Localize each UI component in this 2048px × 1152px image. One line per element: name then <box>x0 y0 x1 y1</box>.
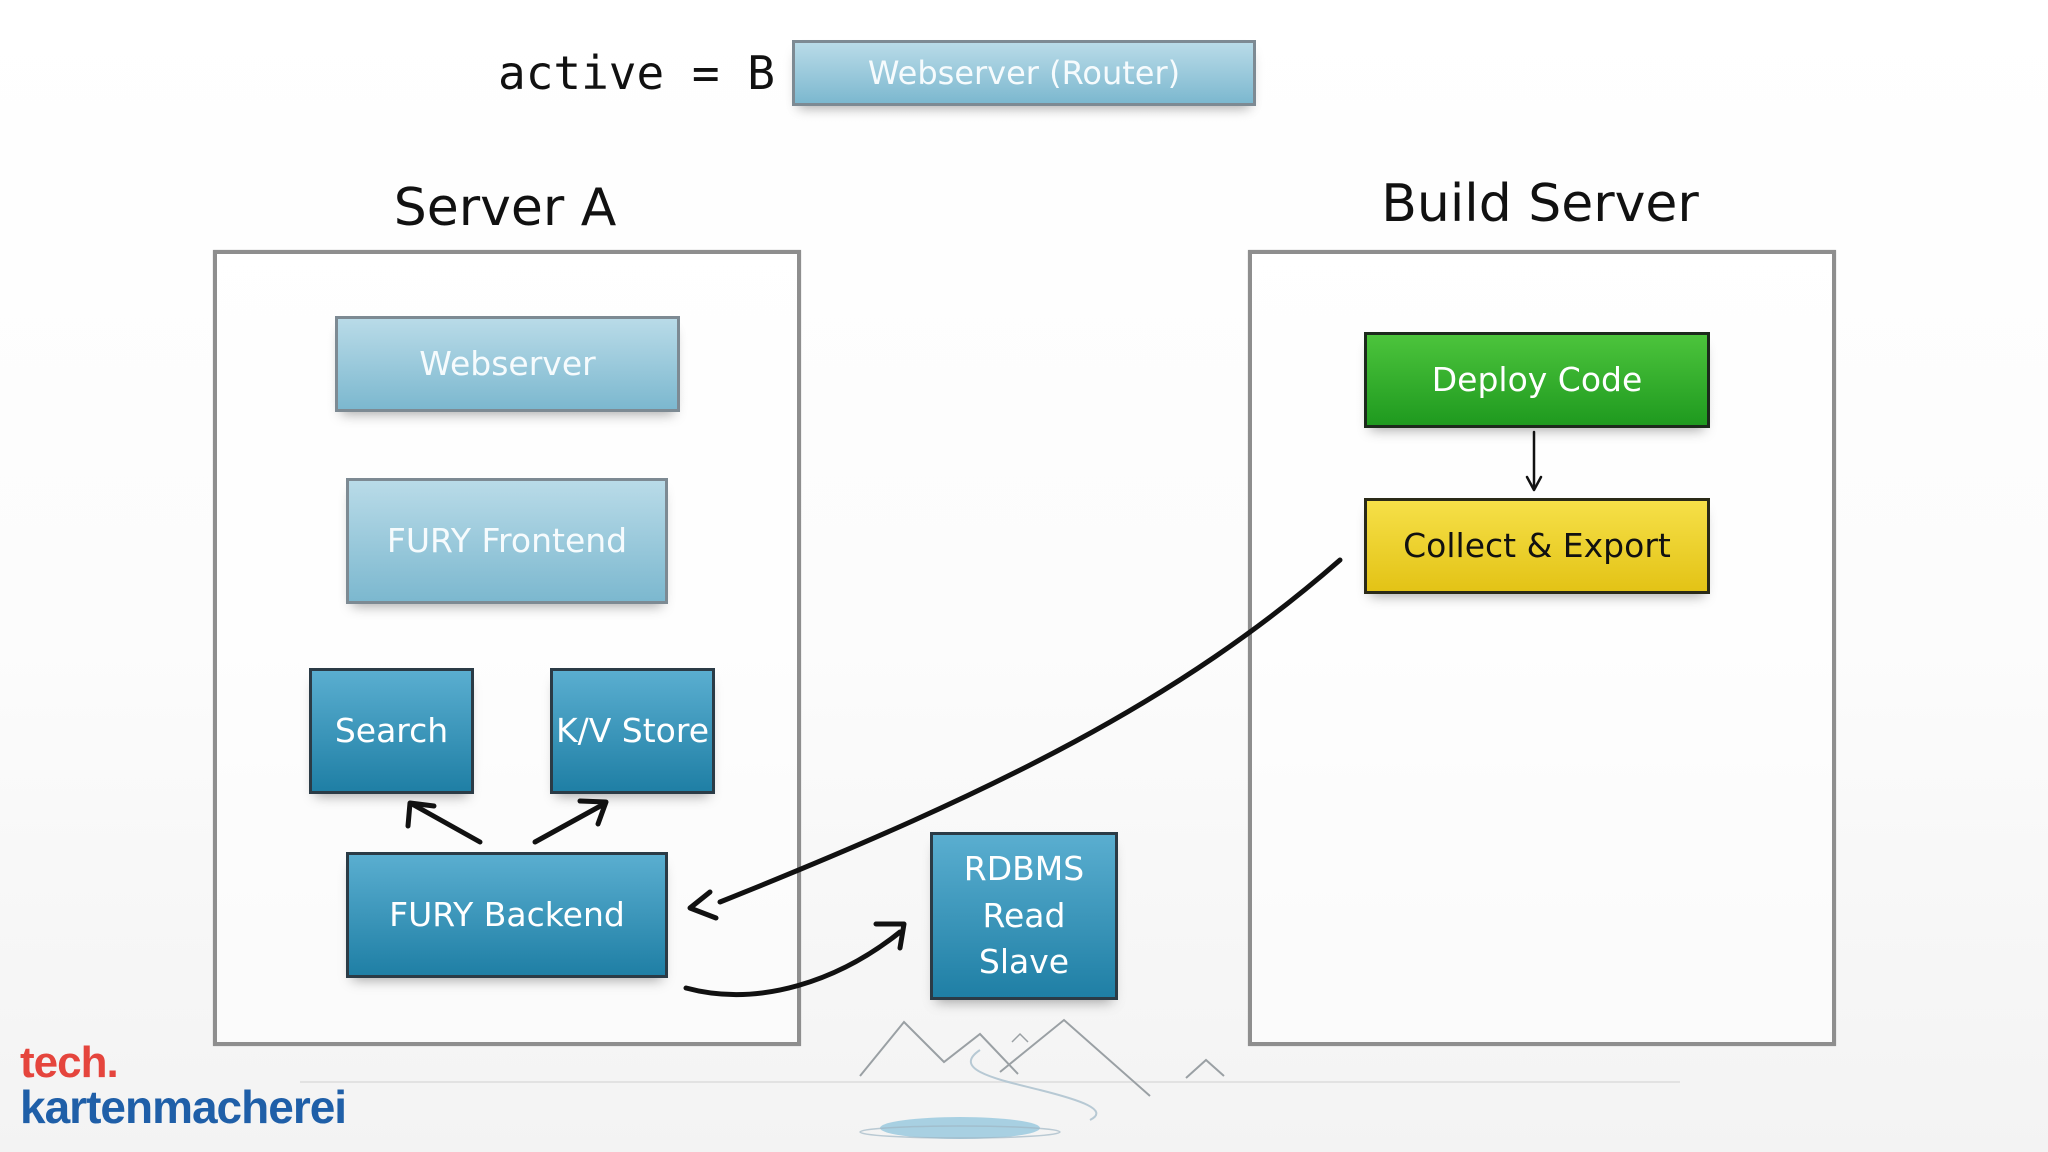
search-label: Search <box>334 710 449 750</box>
backend-to-rdbms-arrow <box>683 929 903 997</box>
deploy-code-box: Deploy Code <box>1364 332 1710 428</box>
build-server-title: Build Server <box>1381 174 1699 234</box>
rdbms-box: RDBMS Read Slave <box>930 832 1118 1000</box>
webserver-label: Webserver <box>419 343 596 383</box>
collect-export-box: Collect & Export <box>1364 498 1710 594</box>
backend-to-rdbms-arrowhead <box>873 921 907 951</box>
collect-to-backend-arrowhead <box>687 889 719 921</box>
fury-backend-box: FURY Backend <box>346 852 668 978</box>
mountain-illustration <box>300 1018 1680 1121</box>
webserver-box: Webserver <box>335 316 680 412</box>
fury-frontend-box: FURY Frontend <box>346 478 668 604</box>
rdbms-label-line1: RDBMS <box>963 848 1085 888</box>
lake-illustration <box>880 1117 1040 1139</box>
build-server-frame <box>1248 250 1836 1046</box>
search-box: Search <box>309 668 474 794</box>
rdbms-label-line2: Read <box>982 895 1066 935</box>
router-box: Webserver (Router) <box>792 40 1256 106</box>
logo-tech: tech. <box>20 1038 119 1087</box>
backend-to-search-arrow <box>409 801 483 845</box>
fury-backend-label: FURY Backend <box>389 894 625 934</box>
backend-to-kv-arrow <box>532 801 607 845</box>
kv-store-box: K/V Store <box>550 668 715 794</box>
server-a-title: Server A <box>393 178 617 238</box>
collect-export-label: Collect & Export <box>1403 525 1671 565</box>
deploy-code-label: Deploy Code <box>1431 359 1643 399</box>
router-label: Webserver (Router) <box>867 53 1181 92</box>
deploy-to-collect-arrowhead <box>1525 475 1543 492</box>
fury-frontend-label: FURY Frontend <box>386 520 628 560</box>
collect-to-backend-arrow <box>717 557 1343 905</box>
backend-to-search-arrowhead <box>405 800 437 829</box>
active-label: active = B <box>498 46 775 100</box>
logo-kartenmacherei: kartenmacherei <box>20 1081 347 1133</box>
rdbms-label-line3: Slave <box>978 942 1070 982</box>
backend-to-kv-arrowhead <box>577 798 609 827</box>
kv-store-label: K/V Store <box>555 710 710 750</box>
